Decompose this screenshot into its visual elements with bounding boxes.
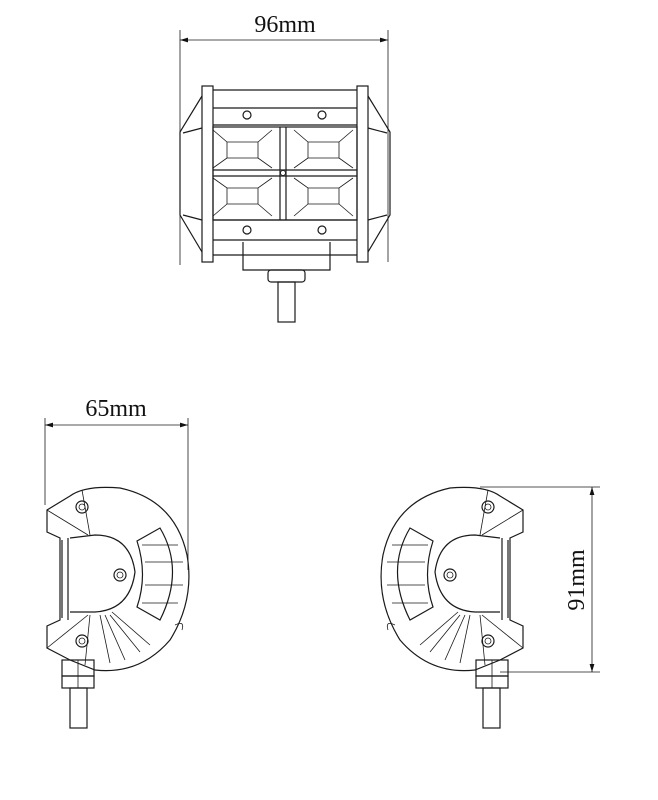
width-dimension-label: 96mm: [254, 12, 316, 38]
front-view: 96mm: [179, 12, 391, 323]
height-dimension-label: 91mm: [564, 549, 590, 611]
right-side-view: 91mm: [380, 486, 600, 729]
depth-dimension-label: 65mm: [85, 396, 147, 422]
left-side-view: 65mm: [44, 396, 190, 729]
